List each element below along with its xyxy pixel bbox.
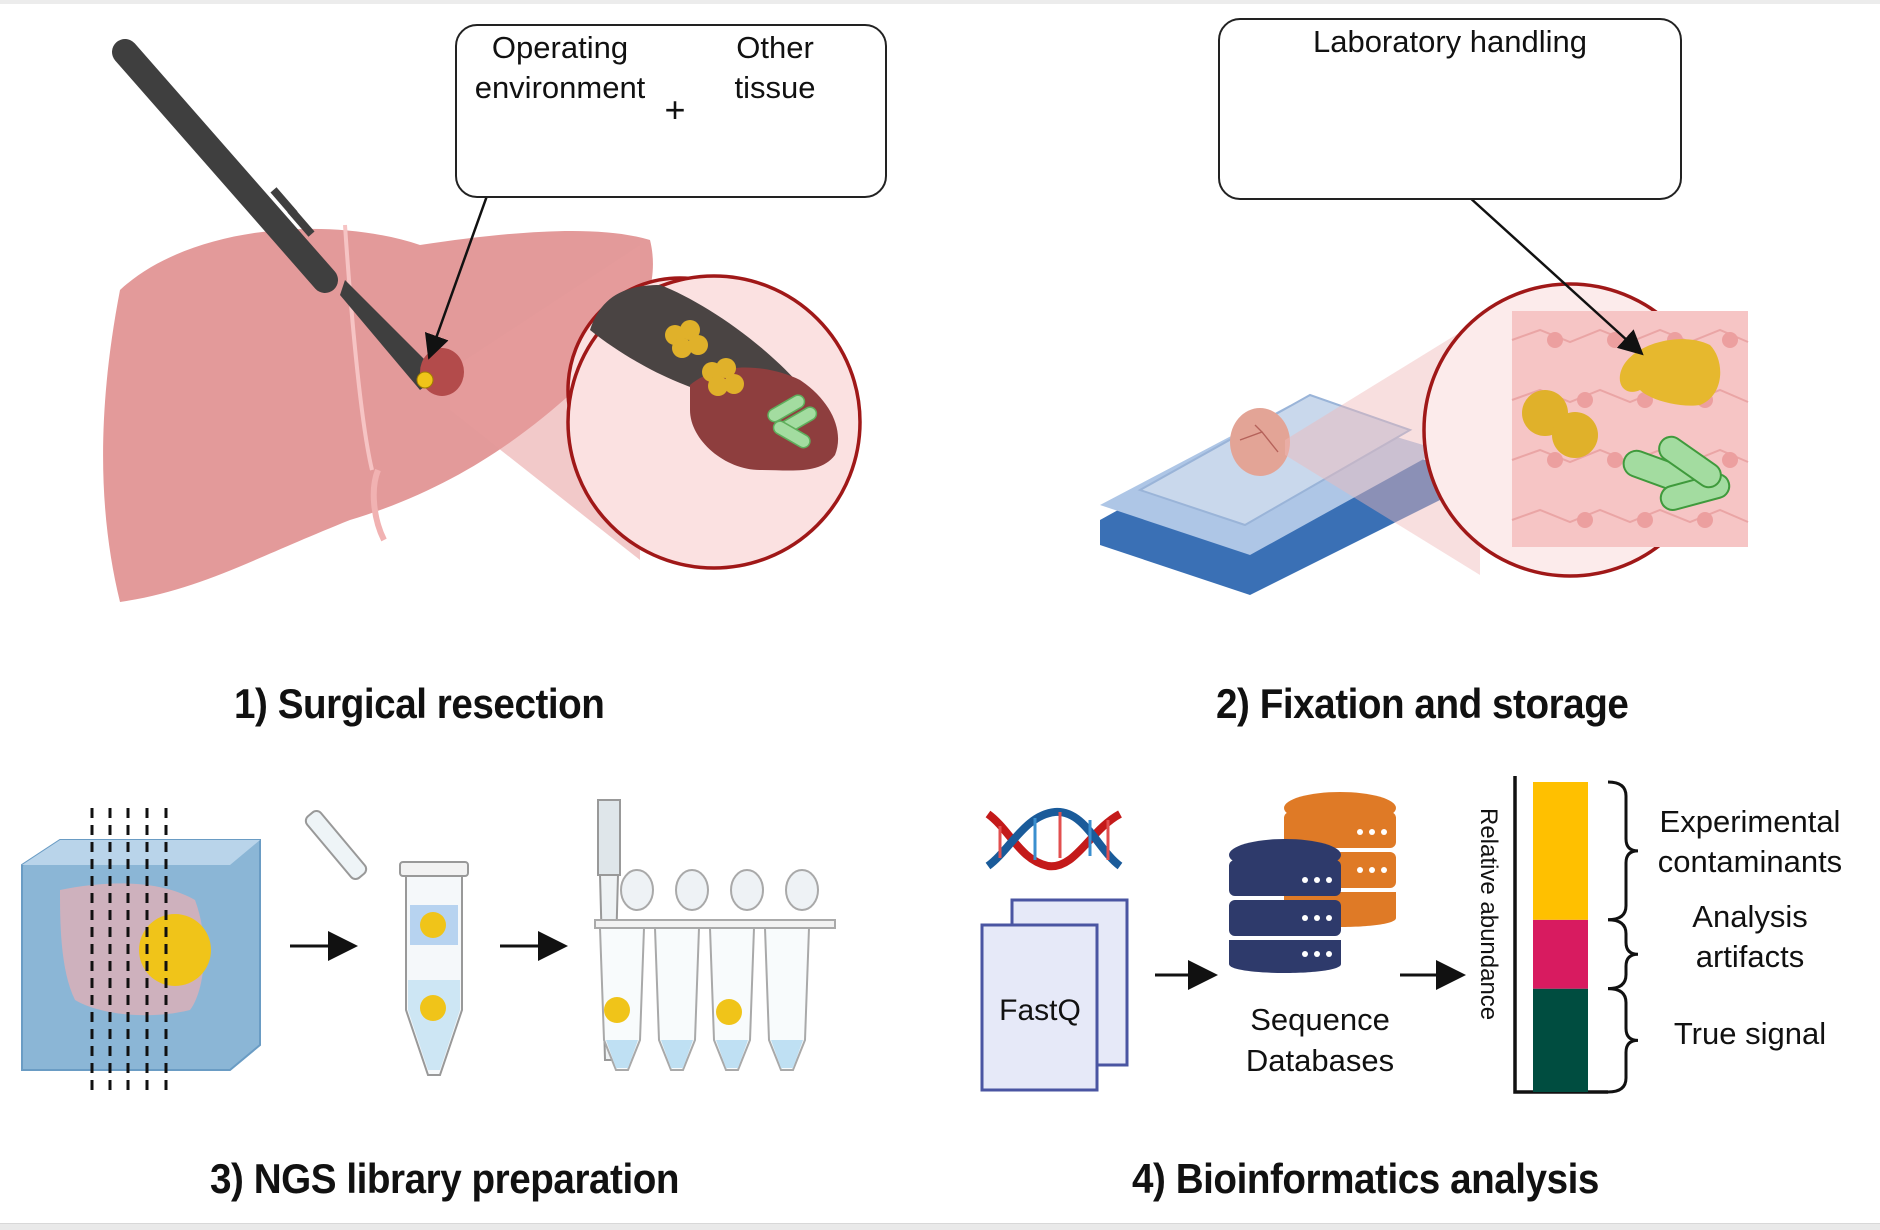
pipette-pcr-strip-icon — [594, 799, 836, 1071]
callout-arrow-1 — [424, 192, 490, 360]
callout-label-laboratory-handling: Laboratory handling — [1312, 24, 1588, 59]
plus-sign: + — [664, 89, 686, 130]
bar-segment-true-signal — [1533, 988, 1588, 1092]
axis-label-relative-abundance: Relative abundance — [1475, 808, 1502, 1021]
top-border — [0, 0, 1880, 4]
callout-label-tissue: tissue — [734, 70, 816, 105]
liver-icon — [103, 224, 653, 602]
paraffin-block-icon — [1100, 393, 1440, 595]
dna-icon — [985, 808, 1123, 871]
microtube-icon — [304, 810, 469, 1076]
callout-arrow-2 — [1467, 195, 1644, 356]
legend-analysis: Analysis — [1692, 899, 1808, 934]
fastq-label: FastQ — [999, 994, 1081, 1027]
panel-title-bioinformatics: 4) Bioinformatics analysis — [1132, 1155, 1599, 1202]
legend-true-signal: True signal — [1673, 1016, 1827, 1051]
legend-brace-experimental-contaminants — [1607, 780, 1639, 922]
magnified-tumor-detail — [566, 274, 862, 570]
legend-brace-true-signal — [1607, 987, 1639, 1094]
db-label-databases: Databases — [1245, 1043, 1395, 1078]
callout-label-operating: Operating — [491, 30, 629, 65]
sectioned-block-icon — [21, 808, 261, 1096]
panel-title-surgical-resection: 1) Surgical resection — [234, 680, 605, 727]
panel-title-fixation-storage: 2) Fixation and storage — [1216, 680, 1629, 727]
bar-segment-experimental-contaminants — [1533, 782, 1588, 920]
legend-artifacts: artifacts — [1695, 939, 1805, 974]
callout-label-environment: environment — [474, 70, 646, 105]
fastq-file-icon — [980, 898, 1129, 1092]
bar-segment-analysis-artifacts — [1533, 919, 1588, 989]
scalpel-icon — [112, 39, 440, 390]
abundance-chart — [1513, 776, 1639, 1094]
database-icon — [1229, 792, 1396, 973]
bottom-border — [0, 1223, 1880, 1230]
magnified-cells-icon — [1422, 282, 1749, 578]
legend-brace-analysis-artifacts — [1607, 918, 1639, 991]
callout-label-other: Other — [736, 30, 814, 65]
callout-laboratory-handling — [1218, 18, 1682, 200]
legend-contaminants: contaminants — [1657, 844, 1843, 879]
legend-experimental: Experimental — [1659, 804, 1841, 839]
panel-title-ngs-library: 3) NGS library preparation — [210, 1155, 680, 1202]
callout-operating-environment — [455, 24, 887, 198]
db-label-sequence: Sequence — [1250, 1002, 1390, 1037]
tumor-spot — [416, 348, 464, 396]
